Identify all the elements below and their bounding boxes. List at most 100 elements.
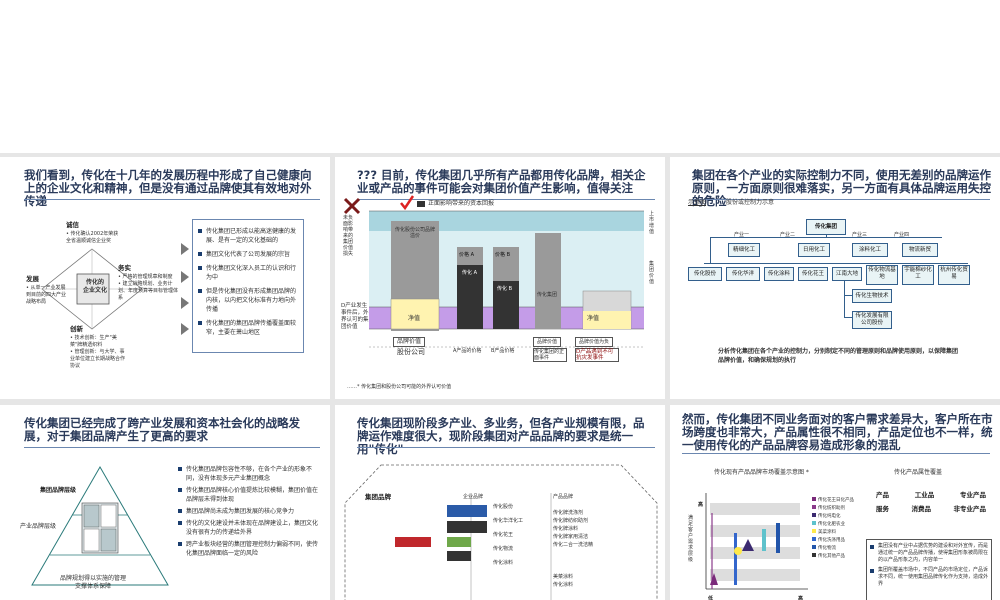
bar-b-price: B产品价格: [491, 348, 515, 354]
panel-market-coverage: 然而，传化集团不同业务面对的客户需求差异大，客户所在市场跨度也非常大，产品属性很…: [670, 405, 1000, 600]
title-divider: [357, 199, 655, 200]
list-item: 传化的文化建设并未体现在品牌建设上，集团文化没有很有力的传递给外界: [178, 519, 318, 537]
attr-table: 产品 工业品 专业产品 服务 消费品 非专业产品: [876, 491, 986, 513]
legend-swatch: [812, 529, 816, 533]
product-item: 美菜涂料: [553, 574, 574, 580]
bar5-sub: 品牌价值为负: [575, 337, 614, 347]
list-item: 传化集团品牌包容性不够，在各个产业的形象不同，没有体现多元产业集团概念: [178, 465, 318, 483]
y-axis-label: 满足客户需求层级: [688, 515, 694, 563]
panel-title: ??? 目前，传化集团几乎所有产品都用传化品牌，相关企业或产品的事件可能会对集团…: [357, 168, 646, 195]
node-chengxin-text: • 传化确认2002年荣获全省温顺诚信企业奖: [66, 231, 119, 244]
legend-swatch: [812, 513, 816, 517]
org-l3: 传化股份: [688, 267, 722, 281]
x-high-label: 高: [798, 596, 804, 600]
panel-title: 然而，传化集团不同业务面对的客户需求差异大，客户所在市场跨度也非常大，产品属性很…: [682, 412, 993, 452]
arrows-to-box: [181, 243, 189, 335]
left-note-top: 未负面影响带来的集团价值损失: [343, 215, 354, 257]
brand-value-chart: [369, 210, 644, 348]
product-item: 传化涂料: [553, 582, 574, 588]
bar-a: [457, 265, 483, 329]
legend-swatch: [812, 545, 816, 549]
bar-group: [535, 233, 561, 329]
legend-swatch: [812, 521, 816, 525]
pyramid-top-label: 集团品牌层级: [40, 487, 77, 494]
org-l4: 传化生物技术: [852, 289, 892, 303]
bar1-label: 传化股份公司品牌溢价: [394, 227, 435, 239]
title-divider: [357, 447, 655, 448]
legend-entry: 传化物流: [818, 546, 836, 551]
product-item: 传化牌洗涤剂: [553, 510, 584, 516]
org-l2: 物流新贸: [902, 243, 938, 257]
org-l2: 精细化工: [728, 243, 760, 257]
org-root: 传化集团: [806, 219, 846, 235]
panel-brand-value: ??? 目前，传化集团几乎所有产品都用传化品牌，相关企业或产品的事件可能会对集团…: [335, 157, 665, 399]
market-bullets: 集团没有产业中占据优势的建设和对外宣传，而是通过统一的产品品牌传播，使得集团形象…: [870, 543, 988, 593]
node-chuangxin-title: 创新: [70, 325, 83, 333]
right-label-mid: 集团价值: [649, 261, 655, 285]
product-item: 传化牌家用清洁: [553, 534, 589, 540]
list-item: 传化集团文化深入员工的认识和行为中: [198, 264, 300, 282]
pyramid-base-label: 品牌规划得以实施的管理支撑体系保障: [60, 575, 127, 590]
list-item: 跨产业板块经营的集团管理控制力偏弱不同，使传化集团品牌面临一定的风险: [178, 540, 318, 558]
panel-title: 我们看到，传化在十几年的发展历程中形成了自己健康向上的企业文化和精神，但是没有通…: [24, 168, 312, 208]
panel-corporate-culture: 我们看到，传化在十几年的发展历程中形成了自己健康向上的企业文化和精神，但是没有通…: [0, 157, 330, 399]
brand-pyramid: [31, 465, 169, 586]
node-chengxin-title: 诚信: [66, 221, 79, 229]
logo-transfar: [395, 537, 431, 547]
title-divider: [24, 447, 320, 448]
list-item: 传化集团的集团品牌传播覆盖面较窄，主要在萧山地区: [198, 319, 300, 337]
bar2-sub: 传化 A: [462, 270, 478, 276]
bar3-label: 价格 B: [495, 252, 511, 258]
col-header-company: 企业品牌: [463, 494, 484, 500]
bar5-net: 净值: [587, 315, 600, 322]
bar1-foot: 股份公司: [397, 348, 425, 356]
product-item: 传化牌涂料: [553, 526, 579, 532]
node-wushi-title: 务实: [118, 264, 131, 272]
bar-a-price: A产品的价格: [453, 348, 482, 354]
group-brand-label: 集团品牌: [365, 493, 391, 501]
pyramid-bullets: 传化集团品牌包容性不够，在各个产业的形象不同，没有体现多元产业集团概念 传化集团…: [178, 465, 318, 561]
attr-cell: 消费品: [911, 505, 932, 513]
left-note-bottom: D产业发生事件后，外界认可的集团价值: [341, 303, 369, 330]
caption-label: 示意图: [688, 199, 707, 206]
org-l3: 传化华洋: [726, 267, 760, 281]
attr-cell: 工业品: [914, 491, 935, 499]
level-label: 产业四: [894, 232, 910, 238]
org-l2: 日用化工: [798, 243, 830, 257]
attr-cell: 非专业产品: [953, 505, 987, 513]
panel-org-control: 集团在各个产业的实际控制力不同，使用无差别的品牌运作原则，一方面原则很难落实，另…: [670, 157, 1000, 399]
title-divider: [692, 199, 990, 200]
culture-bullets: 传化集团已形成以能高迷健康的发展、是有一定的文化基础的 集团文化代表了公司发展的…: [198, 227, 300, 342]
cross-mark-icon: [343, 197, 361, 215]
bar-b-top: [493, 247, 519, 281]
bar-b: [493, 281, 519, 329]
attr-cell: 产品: [876, 491, 889, 499]
list-item: 集团没有产业中占据优势的建设和对外宣传，而是通过统一的产品品牌传播，使得集团形象…: [870, 543, 988, 564]
bar1-sub: 品牌价值: [393, 337, 426, 347]
org-l3: 传化物流基地: [866, 265, 898, 285]
panel-title: 传化集团已经完成了跨产业发展和资本社会化的战略发展，对于集团品牌产生了更高的要求: [24, 416, 300, 443]
legend-swatch: [812, 505, 816, 509]
x-low-label: 低: [708, 596, 714, 600]
legend-swatch: [417, 201, 425, 207]
list-item: 但是传化集团没有形成集团品牌的内核，以内把文化标准有力地向外传播: [198, 287, 300, 314]
product-item: 传化二合一洗洁精: [553, 542, 594, 548]
culture-summary-box: [192, 219, 304, 353]
check-mark-icon: [400, 195, 415, 210]
legend-swatch: [812, 497, 816, 501]
culture-center-label: 传化的 企业文化: [83, 279, 108, 294]
legend-text: 正面影响带来的资本回报: [428, 200, 495, 207]
bar2-label: 价格 A: [459, 252, 475, 258]
bar5-foot: D产品遇到不可抗灾发事件: [575, 348, 619, 362]
legend-entry: 传化洗涤用品: [818, 538, 845, 543]
col-header-product: 产品品牌: [553, 494, 574, 500]
bar3-sub: 传化 B: [497, 286, 513, 292]
coverage-chart-title: 传化现有产品品牌市场覆盖示意图 *: [714, 469, 809, 476]
bar4-label: 传化集团: [537, 292, 558, 298]
panel-title: 集团在各个产业的实际控制力不同，使用无差别的品牌运作原则，一方面原则很难落实，另…: [692, 168, 991, 208]
node-fazhan-title: 发展: [26, 275, 39, 283]
coverage-chart: [705, 493, 808, 590]
org-l2: 涂料化工: [852, 243, 888, 257]
org-l3: 传化花王: [798, 267, 828, 281]
level-label: 产业三: [852, 232, 868, 238]
